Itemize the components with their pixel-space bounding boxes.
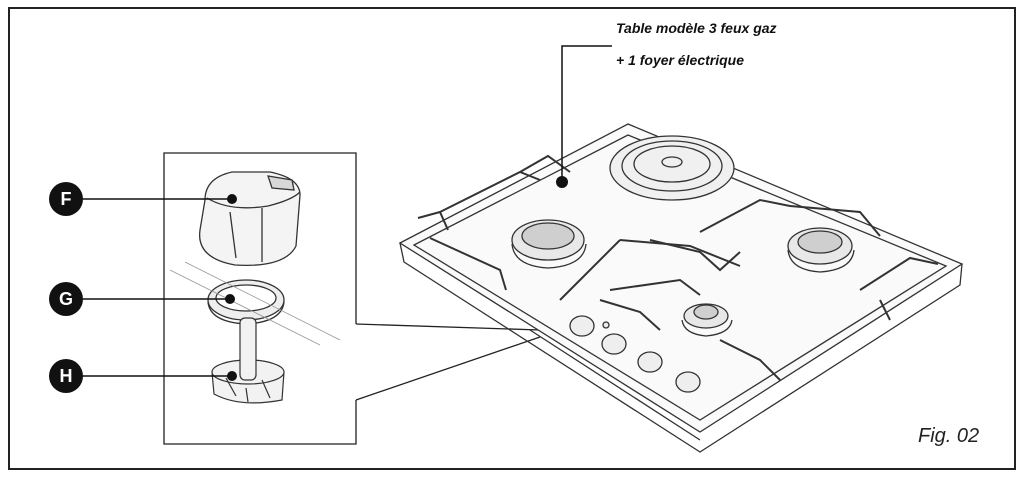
figure-label: Fig. 02	[918, 425, 980, 447]
control-knob-2	[601, 333, 627, 355]
valve-spindle-icon	[211, 317, 285, 404]
inset-guide-lines	[169, 261, 341, 346]
knob-ring-icon	[207, 279, 285, 325]
part-badge-g: G	[49, 282, 83, 316]
knob-icon	[199, 171, 301, 267]
title-leader-dot	[556, 176, 568, 188]
part-badge-h: H	[49, 359, 83, 393]
leader-dot-f	[227, 194, 237, 204]
leader-dot-h	[227, 371, 237, 381]
part-badge-f: F	[49, 182, 83, 216]
leader-dot-g	[225, 294, 235, 304]
electric-plate-icon	[609, 135, 735, 201]
burner-large-icon	[511, 219, 587, 269]
pan-supports	[417, 154, 939, 381]
figure-frame	[8, 7, 1016, 470]
control-knob-1	[569, 315, 595, 337]
burner-medium-icon	[787, 227, 855, 273]
indicator-light	[602, 321, 610, 329]
title-leader	[561, 45, 612, 182]
figure-title-line-1: Table modèle 3 feux gaz	[616, 20, 777, 36]
control-knob-3	[637, 351, 663, 373]
hob-body	[398, 123, 964, 453]
burner-small-icon	[681, 303, 733, 337]
control-knob-4	[675, 371, 701, 393]
part-leaders	[83, 198, 232, 377]
figure-title-line-2: + 1 foyer électrique	[616, 52, 745, 68]
control-knobs	[569, 315, 701, 393]
